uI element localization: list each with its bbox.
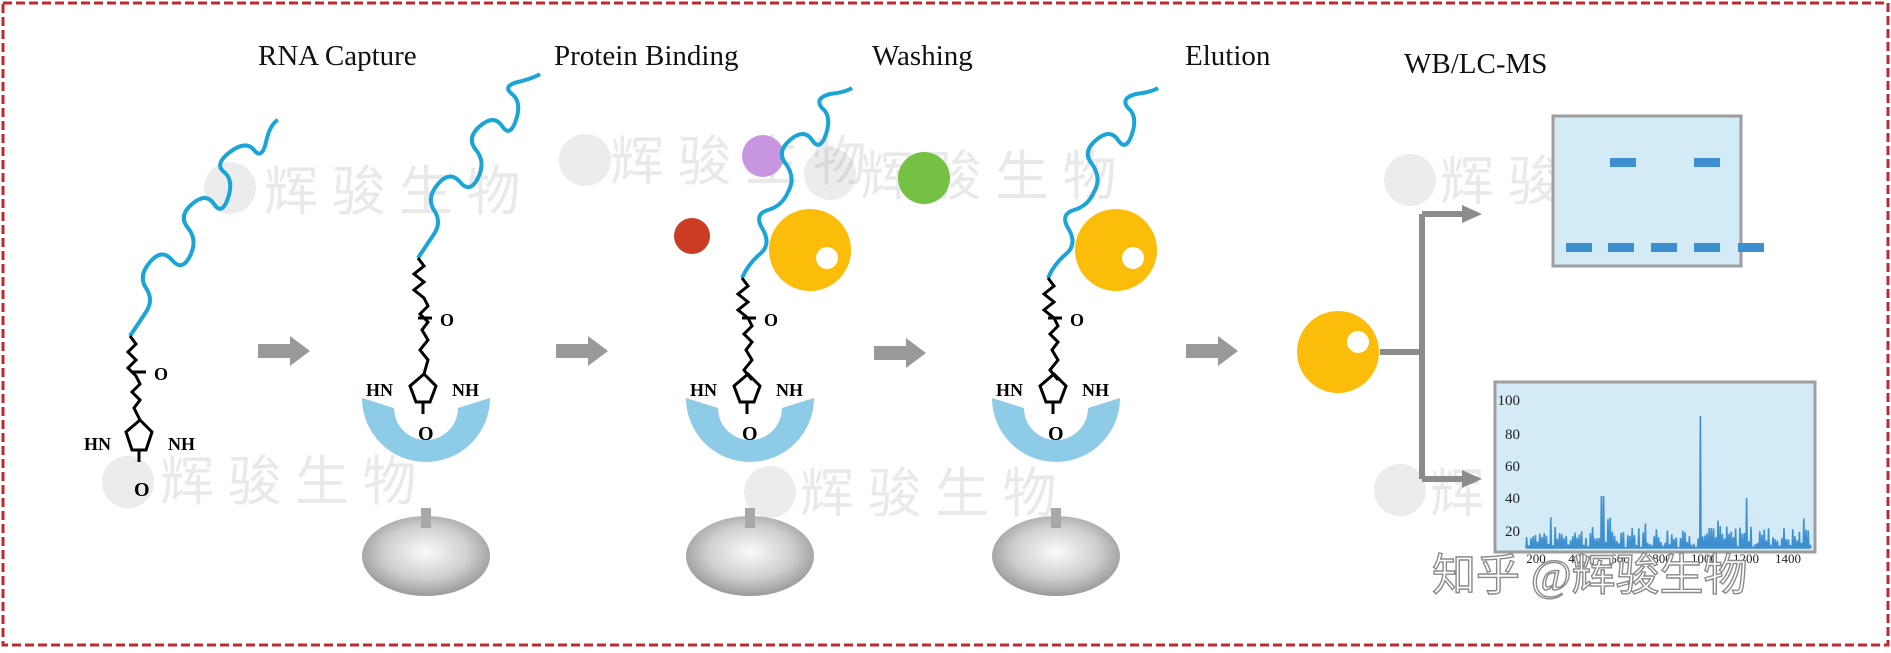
magnetic-bead [686, 516, 814, 596]
target-protein [769, 209, 851, 291]
magnetic-bead [992, 516, 1120, 596]
biotin-linker [1041, 277, 1060, 381]
hn-label: HN [84, 434, 111, 454]
biotin-linker [125, 335, 142, 421]
x-tick-label: 1400 [1775, 551, 1801, 566]
x-tick-label: 200 [1526, 551, 1546, 566]
carbonyl-o-label: O [764, 310, 778, 330]
biotin-ring [408, 371, 438, 404]
hn-label: HN [996, 380, 1023, 400]
process-arrow-2 [556, 336, 608, 366]
ring-o-label: O [1048, 423, 1064, 445]
contaminant-protein-red [674, 218, 710, 254]
step4-washed-complex: O HN NH O [992, 86, 1160, 596]
bead-stalk [745, 508, 755, 528]
nh-label: NH [452, 380, 479, 400]
target-protein [1075, 209, 1157, 291]
y-tick-label: 100 [1498, 393, 1521, 409]
watermark-text: 辉 骏 生 物 [264, 162, 521, 222]
eluted-protein [1297, 311, 1379, 393]
x-tick-label: 600 [1610, 551, 1630, 566]
credit-watermark: 知乎 @辉骏生物 [1432, 551, 1748, 600]
branch-connector [1380, 211, 1464, 482]
process-arrow-3 [874, 338, 926, 368]
rna-strand [740, 86, 854, 279]
biotin-ring [124, 417, 154, 452]
y-tick-label: 20 [1505, 524, 1520, 540]
step-title-wb-lcms: WB/LC-MS [1404, 48, 1548, 80]
western-blot-panel [1551, 114, 1764, 268]
x-tick-label: 1200 [1733, 551, 1759, 566]
streptavidin [362, 398, 490, 462]
y-tick-label: 80 [1505, 427, 1520, 443]
contaminant-protein-green [898, 152, 950, 204]
gel-band [1566, 243, 1592, 252]
x-tick-label: 1000 [1691, 551, 1717, 566]
step-title-protein-binding: Protein Binding [554, 40, 739, 72]
rna-strand [416, 72, 542, 260]
gel-band [1738, 243, 1764, 252]
ring-o-label: O [742, 423, 758, 445]
gel-band [1694, 158, 1720, 167]
nh-label: NH [168, 434, 195, 454]
y-tick-label: 60 [1505, 459, 1520, 475]
watermark-text: 辉 骏 生 物 [160, 452, 417, 512]
hn-label: HN [366, 380, 393, 400]
x-tick-label: 800 [1652, 551, 1672, 566]
carbonyl-o-label: O [1070, 310, 1084, 330]
carbonyl-o-label: O [154, 364, 168, 384]
process-arrow-1 [258, 336, 310, 366]
branch-arrowhead-top [1462, 205, 1482, 223]
step5-eluted-protein [1297, 311, 1379, 393]
magnetic-bead [362, 516, 490, 596]
watermark-text: 辉 骏 生 物 [800, 464, 1057, 524]
watermark-text: 辉 骏 生 物 [610, 132, 867, 192]
biotin-ring [732, 371, 762, 404]
rna-strand [1046, 86, 1160, 279]
lcms-spectrum-panel: 100 80 60 40 20 200 400 600 800 1000 120… [1493, 380, 1817, 566]
carbonyl-o-label: O [440, 310, 454, 330]
watermark-logos [102, 134, 1436, 518]
gel-band [1608, 243, 1634, 252]
step3-protein-binding: O HN NH O [674, 86, 950, 596]
bead-stalk [1051, 508, 1061, 528]
biotin-linker [411, 257, 430, 375]
nh-label: NH [1082, 380, 1109, 400]
gel-band [1610, 158, 1636, 167]
contaminant-protein-purple [742, 135, 784, 177]
spectrum-trace [1525, 415, 1812, 549]
spectrum-background [1493, 380, 1817, 554]
hn-label: HN [690, 380, 717, 400]
streptavidin [992, 398, 1120, 462]
streptavidin [686, 398, 814, 462]
step-title-rna-capture: RNA Capture [258, 40, 417, 72]
process-arrow-4 [1186, 336, 1238, 366]
step-title-washing: Washing [872, 40, 973, 72]
y-tick-label: 40 [1505, 491, 1520, 507]
biotin-linker [735, 277, 754, 381]
step1-rna-probe: O HN NH O [84, 118, 280, 501]
rna-strand [128, 118, 280, 338]
branch-arrowhead-bottom [1462, 470, 1482, 488]
gel-band [1651, 243, 1677, 252]
gel-background [1551, 114, 1743, 268]
nh-label: NH [776, 380, 803, 400]
biotin-ring [1038, 371, 1068, 404]
step2-captured-complex: O HN NH O [362, 72, 542, 596]
x-tick-label: 400 [1568, 551, 1588, 566]
ring-o-label: O [134, 479, 150, 501]
bead-stalk [421, 508, 431, 528]
ring-o-label: O [418, 423, 434, 445]
step-title-elution: Elution [1185, 40, 1271, 72]
gel-band [1694, 243, 1720, 252]
